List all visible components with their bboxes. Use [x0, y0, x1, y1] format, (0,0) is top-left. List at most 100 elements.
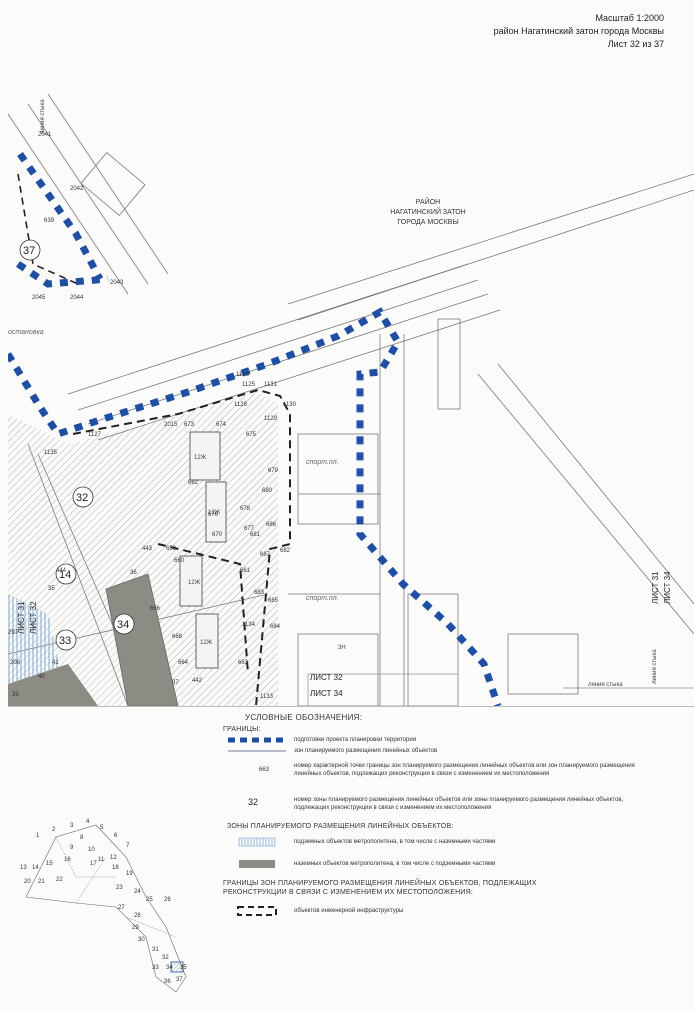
metro-surface-symbol	[239, 860, 275, 868]
boundary-point-label: 686	[266, 522, 277, 528]
keymap-number: 6	[114, 833, 118, 839]
keymap-number: 27	[118, 905, 125, 911]
keymap-number: 25	[146, 897, 153, 903]
keymap-number: 20	[24, 879, 31, 885]
keymap-number: 4	[86, 819, 90, 825]
boundary-point-label: 2044	[70, 295, 84, 301]
keymap-number: 5	[100, 825, 104, 831]
keymap-number: 34	[166, 965, 173, 971]
keymap-number: 17	[90, 861, 97, 867]
boundary-point-label: 1133	[260, 694, 274, 700]
zone-number: 33	[59, 635, 71, 647]
planning-map: 12Ж 12Ж 3Н 12Ж 12Ж 37 32 14 33 34	[8, 93, 694, 706]
sheet-ref-label: ЛИСТ 31	[651, 571, 660, 604]
boundary-point-label: 297	[8, 630, 19, 636]
boundary-point-label: 1125	[242, 382, 256, 388]
boundary-point-label: 41	[52, 660, 59, 666]
keymap-number: 14	[32, 865, 39, 871]
boundary-point-label: 1129	[264, 416, 278, 422]
boundary-point-label: 681	[250, 532, 261, 538]
sheet-number: Лист 32 из 37	[607, 39, 664, 49]
boundary-point-label: 40	[38, 674, 45, 680]
keymap-number: 29	[132, 925, 139, 931]
scale-label: Масштаб 1:2000	[595, 13, 664, 23]
boundary-point-label: 660	[174, 558, 185, 564]
zones-heading: ЗОНЫ ПЛАНИРУЕМОГО РАЗМЕЩЕНИЯ ЛИНЕЙНЫХ ОБ…	[227, 823, 454, 830]
boundary-point-label: 36	[130, 570, 137, 576]
boundary-point-label: 682	[280, 548, 291, 554]
joint-line-label: линия стыка	[40, 99, 46, 134]
engineering-boundary	[17, 173, 79, 285]
boundary-point-label: 2041	[38, 132, 52, 138]
building-label: 12Ж	[194, 455, 207, 461]
keymap-number: 2	[52, 827, 56, 833]
boundary-point-label: 1126	[236, 372, 250, 378]
keymap-number: 11	[98, 857, 105, 863]
legend-zone-item: наземных объектов метрополитена, в том ч…	[294, 861, 496, 867]
boundary-point-label: 680	[262, 488, 273, 494]
legend-zone-text: номер зоны планируемого размещения линей…	[294, 797, 624, 811]
metro-underground-symbol	[238, 837, 276, 847]
joint-line-label: линия стыка	[588, 682, 623, 688]
sheet-header: Масштаб 1:2000 район Нагатинский затон г…	[494, 12, 664, 51]
boundary-point-label: 684	[270, 624, 281, 630]
boundary-point-label: 1127	[88, 432, 102, 438]
boundary-point-label: 443	[142, 546, 153, 552]
legend-boundary-text: зон планируемого размещения линейных объ…	[294, 748, 438, 754]
keymap-number: 31	[152, 947, 159, 953]
district-map-label: ГОРОДА МОСКВЫ	[397, 219, 458, 226]
boundary-point-label: 661	[240, 568, 251, 574]
keymap-number: 13	[20, 865, 27, 871]
zone-gray-left	[8, 664, 98, 706]
keymap-number: 33	[152, 965, 159, 971]
boundary-point-label: 668	[172, 634, 183, 640]
buildings	[179, 431, 227, 669]
boundaries-heading: ГРАНИЦЫ:	[223, 726, 261, 733]
sheet-ref-label: ЛИСТ 32	[29, 601, 38, 634]
keymap-number: 32	[162, 955, 169, 961]
keymap-number: 10	[88, 847, 95, 853]
zone-34-area	[105, 573, 179, 706]
engineering-symbol	[237, 906, 277, 916]
keymap-number: 3	[70, 823, 74, 829]
keymap-number: 16	[64, 857, 71, 863]
keymap-number: 18	[112, 865, 119, 871]
boundary-point-label: 1134	[242, 622, 256, 628]
keymap-number: 36	[164, 979, 171, 985]
district-label: район Нагатинский затон города Москвы	[493, 26, 664, 36]
boundary-point-label: 442	[192, 678, 203, 684]
boundary-point-label: 674	[216, 422, 227, 428]
zone-markers: 37 32 14 33 34	[19, 239, 135, 651]
boundary-point-label: 2015	[164, 422, 178, 428]
boundary-point-label: 444	[56, 568, 67, 574]
sheet-ref-label: ЛИСТ 34	[663, 571, 672, 604]
boundary-point-label: 670	[212, 532, 223, 538]
zone-number: 14	[59, 569, 71, 581]
building-label: 12Ж	[208, 510, 221, 516]
keymap-number: 26	[164, 897, 171, 903]
boundary-point-label: 662	[188, 480, 199, 486]
place-label: остановка	[8, 329, 44, 336]
place-label: спорт.пл.	[306, 459, 339, 466]
joint-line-label: линия стыка	[652, 649, 658, 684]
engineering-boundary	[72, 388, 291, 706]
boundary-point-label: 678	[240, 506, 251, 512]
legend-point-text: номер характерной точки границы зон план…	[294, 763, 635, 777]
place-label: спорт.пл.	[306, 595, 339, 602]
keymap-number: 21	[38, 879, 45, 885]
keymap-number: 28	[134, 913, 141, 919]
legend-boundary-text: подготовки проекта планировки территории	[294, 737, 417, 743]
boundary-point-label: 663	[238, 660, 249, 666]
legend-zone-item: подземных объектов метрополитена, в том …	[294, 839, 496, 845]
boundary-point-label: 685	[268, 598, 279, 604]
district-map-label: НАГАТИНСКИЙ ЗАТОН	[390, 207, 465, 216]
building-label: 12Ж	[200, 640, 213, 646]
boundary-point-label: 1131	[264, 382, 278, 388]
building-label: 12Ж	[188, 580, 201, 586]
point-example: 663	[259, 767, 270, 773]
planning-boundary	[8, 151, 502, 706]
district-map-label: РАЙОН	[416, 197, 440, 206]
keymap-number: 30	[138, 937, 145, 943]
boundary-point-label: 1135	[44, 450, 58, 456]
